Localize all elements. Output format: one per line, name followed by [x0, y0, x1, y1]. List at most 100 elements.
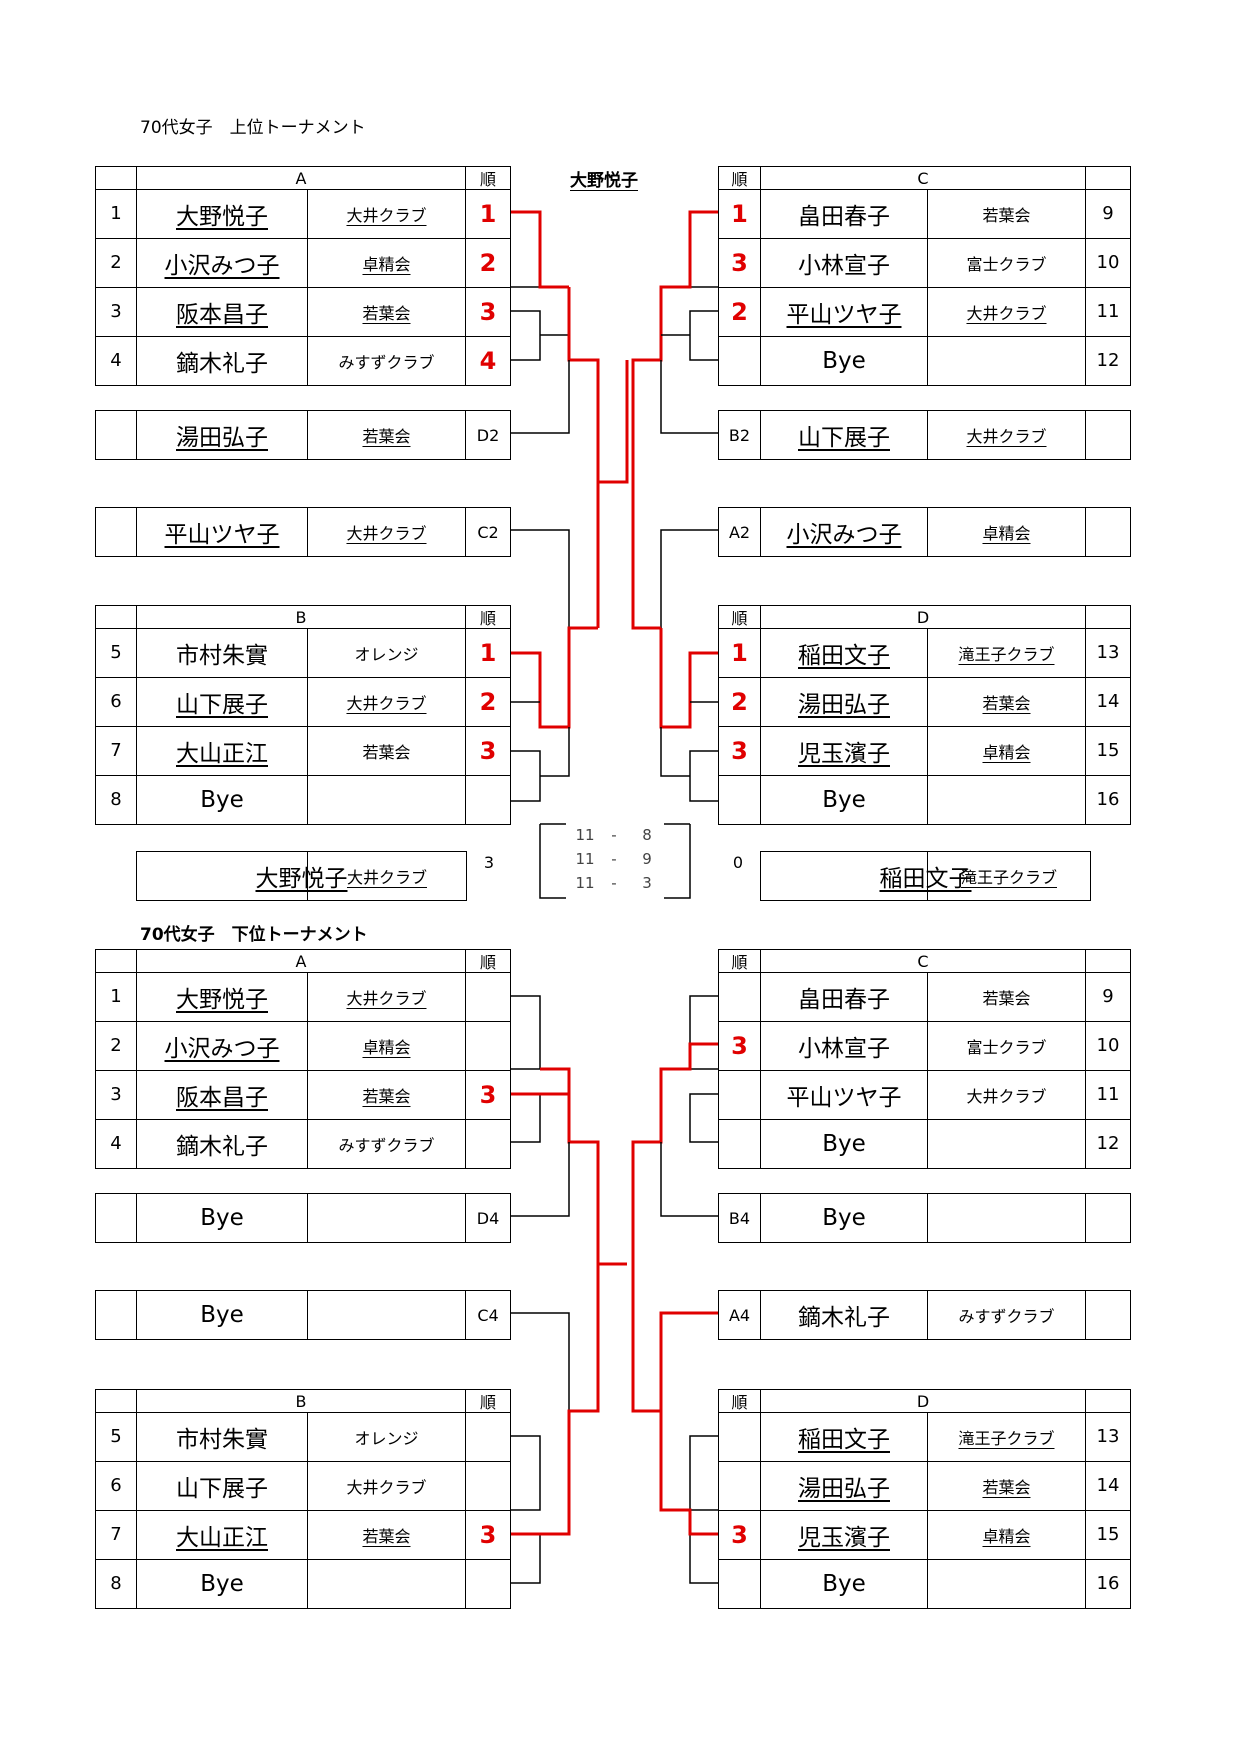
rank-value: 3: [465, 286, 511, 337]
player-name: 小林宣子: [760, 237, 928, 288]
bracket-line-b2: [660, 360, 718, 434]
player-name: 湯田弘子: [760, 1460, 928, 1511]
bracket-pair-c34: [689, 310, 718, 361]
player-name: 阪本昌子: [136, 1069, 308, 1120]
player-name: Bye: [136, 1558, 308, 1609]
extra-blank: [1085, 410, 1131, 460]
game-score-a: 11: [575, 874, 595, 892]
club-name: [927, 1558, 1086, 1609]
lower-block-D-rank-header: 順: [718, 1389, 761, 1413]
player-name: 大山正江: [136, 725, 308, 776]
seed-number: 8: [95, 774, 137, 825]
lower-block-A-header: A: [136, 949, 466, 973]
player-name: 鏑木礼子: [136, 1118, 308, 1169]
club-name: 卓精会: [307, 1020, 466, 1071]
rank-value: 3: [465, 725, 511, 776]
seed-number: 16: [1085, 1558, 1131, 1609]
bracket-semifinal-right: [631, 482, 661, 630]
upper-block-C-corner: [1085, 166, 1131, 190]
lower-block-A-corner: [95, 949, 137, 973]
rank-value: 3: [718, 1020, 761, 1071]
club-name: [307, 1558, 466, 1609]
player-name: 阪本昌子: [136, 286, 308, 337]
player-name: 小林宣子: [760, 1020, 928, 1071]
rank-value: 1: [718, 188, 761, 239]
rank-value: [465, 774, 511, 825]
club-name: 大井クラブ: [307, 1460, 466, 1511]
game-score-b: 3: [642, 874, 652, 892]
lower-win-b3: [511, 1264, 600, 1536]
lower-pair-a34: [511, 1093, 541, 1143]
rank-value: [465, 1118, 511, 1169]
club-name: 大井クラブ: [927, 1069, 1086, 1120]
lower-block-D-header: D: [760, 1389, 1086, 1413]
rank-value: [465, 1411, 511, 1462]
rank-value: 1: [465, 188, 511, 239]
bracket-win-c1: [631, 210, 718, 482]
slot-code: C4: [465, 1290, 511, 1340]
extra-blank: [1085, 1290, 1131, 1340]
seed-number: 13: [1085, 627, 1131, 678]
club-name: 若葉会: [927, 971, 1086, 1022]
club-name: 若葉会: [927, 188, 1086, 239]
club-name: 大井クラブ: [927, 286, 1086, 337]
seed-number: 3: [95, 286, 137, 337]
bracket-pair-c12: [689, 211, 718, 288]
game-score-b: 8: [642, 826, 652, 844]
seed-number: 12: [1085, 1118, 1131, 1169]
upper-block-A-rank-header: 順: [465, 166, 511, 190]
bracket-stub-d34: [660, 727, 690, 777]
seed-number: 13: [1085, 1411, 1131, 1462]
club-name: [927, 1118, 1086, 1169]
lower-block-B-header: B: [136, 1389, 466, 1413]
upper-block-D-rank-header: 順: [718, 605, 761, 629]
player-name: 稲田文子: [760, 627, 928, 678]
bracket-win-b1: [511, 626, 598, 729]
player-name: 市村朱實: [136, 1411, 308, 1462]
slot-code: A4: [718, 1290, 761, 1340]
final-box-right: [664, 824, 691, 899]
player-name: Bye: [760, 1118, 928, 1169]
club-name: 卓精会: [307, 237, 466, 288]
lower-pair-b56: [511, 1435, 541, 1511]
extra-blank: [95, 410, 137, 460]
extra-blank: [95, 507, 137, 557]
club-name: みすずクラブ: [307, 335, 466, 386]
seed-number: 11: [1085, 1069, 1131, 1120]
slot-code: B4: [718, 1193, 761, 1243]
lower-block-D-corner: [1085, 1389, 1131, 1413]
club-name: 卓精会: [927, 507, 1086, 557]
player-name: 平山ツヤ子: [760, 286, 928, 337]
bracket-win-a1: [511, 210, 569, 289]
upper-block-A-corner: [95, 166, 137, 190]
rank-value: 2: [718, 286, 761, 337]
bracket-line-d2: [511, 360, 570, 434]
player-name: 鏑木礼子: [760, 1290, 928, 1340]
player-name: 小沢みつ子: [136, 1020, 308, 1071]
player-name: 大野悦子: [136, 188, 308, 239]
rank-value: [718, 971, 761, 1022]
player-name: 山下展子: [136, 1460, 308, 1511]
club-name: オレンジ: [307, 627, 466, 678]
club-name: [307, 1290, 466, 1340]
club-name: 若葉会: [307, 286, 466, 337]
rank-value: [465, 1558, 511, 1609]
upper-title: 70代女子 上位トーナメント: [140, 118, 366, 138]
seed-number: 10: [1085, 237, 1131, 288]
seed-number: 15: [1085, 1509, 1131, 1560]
rank-value: [718, 1069, 761, 1120]
rank-value: 3: [465, 1069, 511, 1120]
lower-pair-b78: [511, 1533, 541, 1584]
club-name: 若葉会: [307, 1069, 466, 1120]
upper-block-D-header: D: [760, 605, 1086, 629]
rank-value: [718, 335, 761, 386]
rank-value: [465, 971, 511, 1022]
seed-number: 5: [95, 1411, 137, 1462]
player-name: 湯田弘子: [136, 410, 308, 460]
slot-code: B2: [718, 410, 761, 460]
bracket-pair-a12: [511, 211, 541, 288]
club-name: [927, 774, 1086, 825]
bracket-stub-b34: [540, 727, 570, 777]
rank-value: 3: [718, 1509, 761, 1560]
bracket-win-d1: [659, 628, 718, 729]
